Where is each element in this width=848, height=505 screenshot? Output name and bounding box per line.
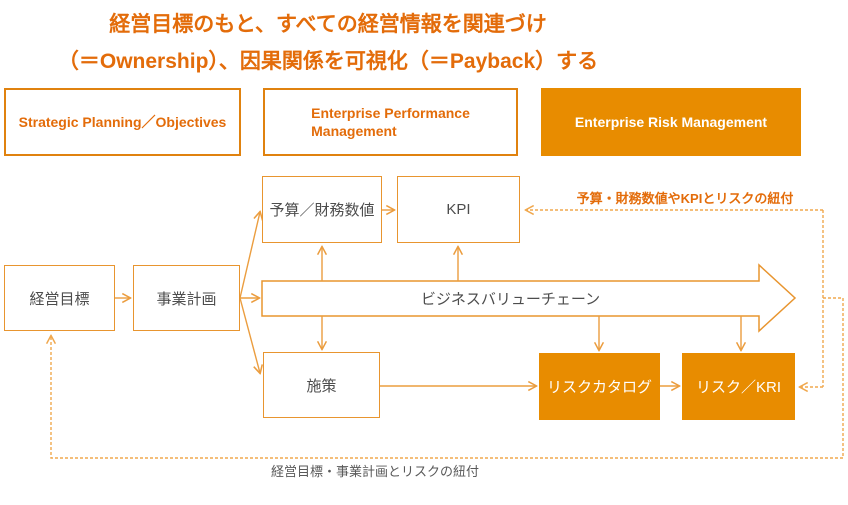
header-box-enterprise-performance-management: Enterprise Performance Management bbox=[263, 88, 518, 156]
dashed-connectors bbox=[51, 210, 844, 459]
box-risk-catalog-label: リスクカタログ bbox=[546, 379, 652, 396]
box-kpi-label: KPI bbox=[446, 201, 471, 218]
box-measures: 施策 bbox=[263, 352, 380, 418]
header-box-epm-label: Enterprise Performance Management bbox=[311, 105, 470, 139]
header-box-erm-label: Enterprise Risk Management bbox=[574, 114, 768, 130]
box-risk-catalog: リスクカタログ bbox=[539, 353, 660, 420]
box-measures-label: 施策 bbox=[306, 377, 337, 395]
diagram-title: 経営目標のもと、すべての経営情報を関連づけ （＝Ownership）、因果関係を… bbox=[8, 6, 648, 80]
box-management-goal: 経営目標 bbox=[4, 265, 115, 331]
value-chain-label: ビジネスバリューチェーン bbox=[420, 291, 601, 308]
arrow-plan-to-budget bbox=[239, 212, 260, 299]
arrow-plan-to-measures bbox=[239, 297, 260, 373]
dashed-loop-to-goal bbox=[51, 298, 844, 459]
box-management-goal-label: 経営目標 bbox=[29, 290, 90, 308]
annotation-budget-kpi-risk-link: 予算・財務数値やKPIとリスクの紐付 bbox=[576, 191, 794, 206]
diagram-title-line2: （＝Ownership）、因果関係を可視化（＝Payback）する bbox=[57, 50, 599, 73]
box-budget-financials-label: 予算／財務数値 bbox=[269, 202, 375, 219]
annotation-goal-plan-risk-link: 経営目標・事業計画とリスクの紐付 bbox=[270, 464, 479, 479]
box-business-plan-label: 事業計画 bbox=[156, 290, 217, 308]
header-box-strategic-planning: Strategic Planning／Objectives bbox=[4, 88, 241, 156]
header-box-enterprise-risk-management: Enterprise Risk Management bbox=[541, 88, 801, 156]
solid-connectors bbox=[115, 210, 741, 386]
box-risk-kri: リスク／KRI bbox=[682, 353, 795, 420]
box-risk-kri-label: リスク／KRI bbox=[695, 379, 781, 396]
box-kpi: KPI bbox=[397, 176, 520, 243]
box-budget-financials: 予算／財務数値 bbox=[262, 176, 382, 243]
diagram-title-line1: 経営目標のもと、すべての経営情報を関連づけ bbox=[109, 13, 547, 36]
header-box-strategic-planning-label: Strategic Planning／Objectives bbox=[18, 114, 227, 130]
box-business-plan: 事業計画 bbox=[133, 265, 240, 331]
value-chain-arrow-shape bbox=[261, 263, 797, 333]
